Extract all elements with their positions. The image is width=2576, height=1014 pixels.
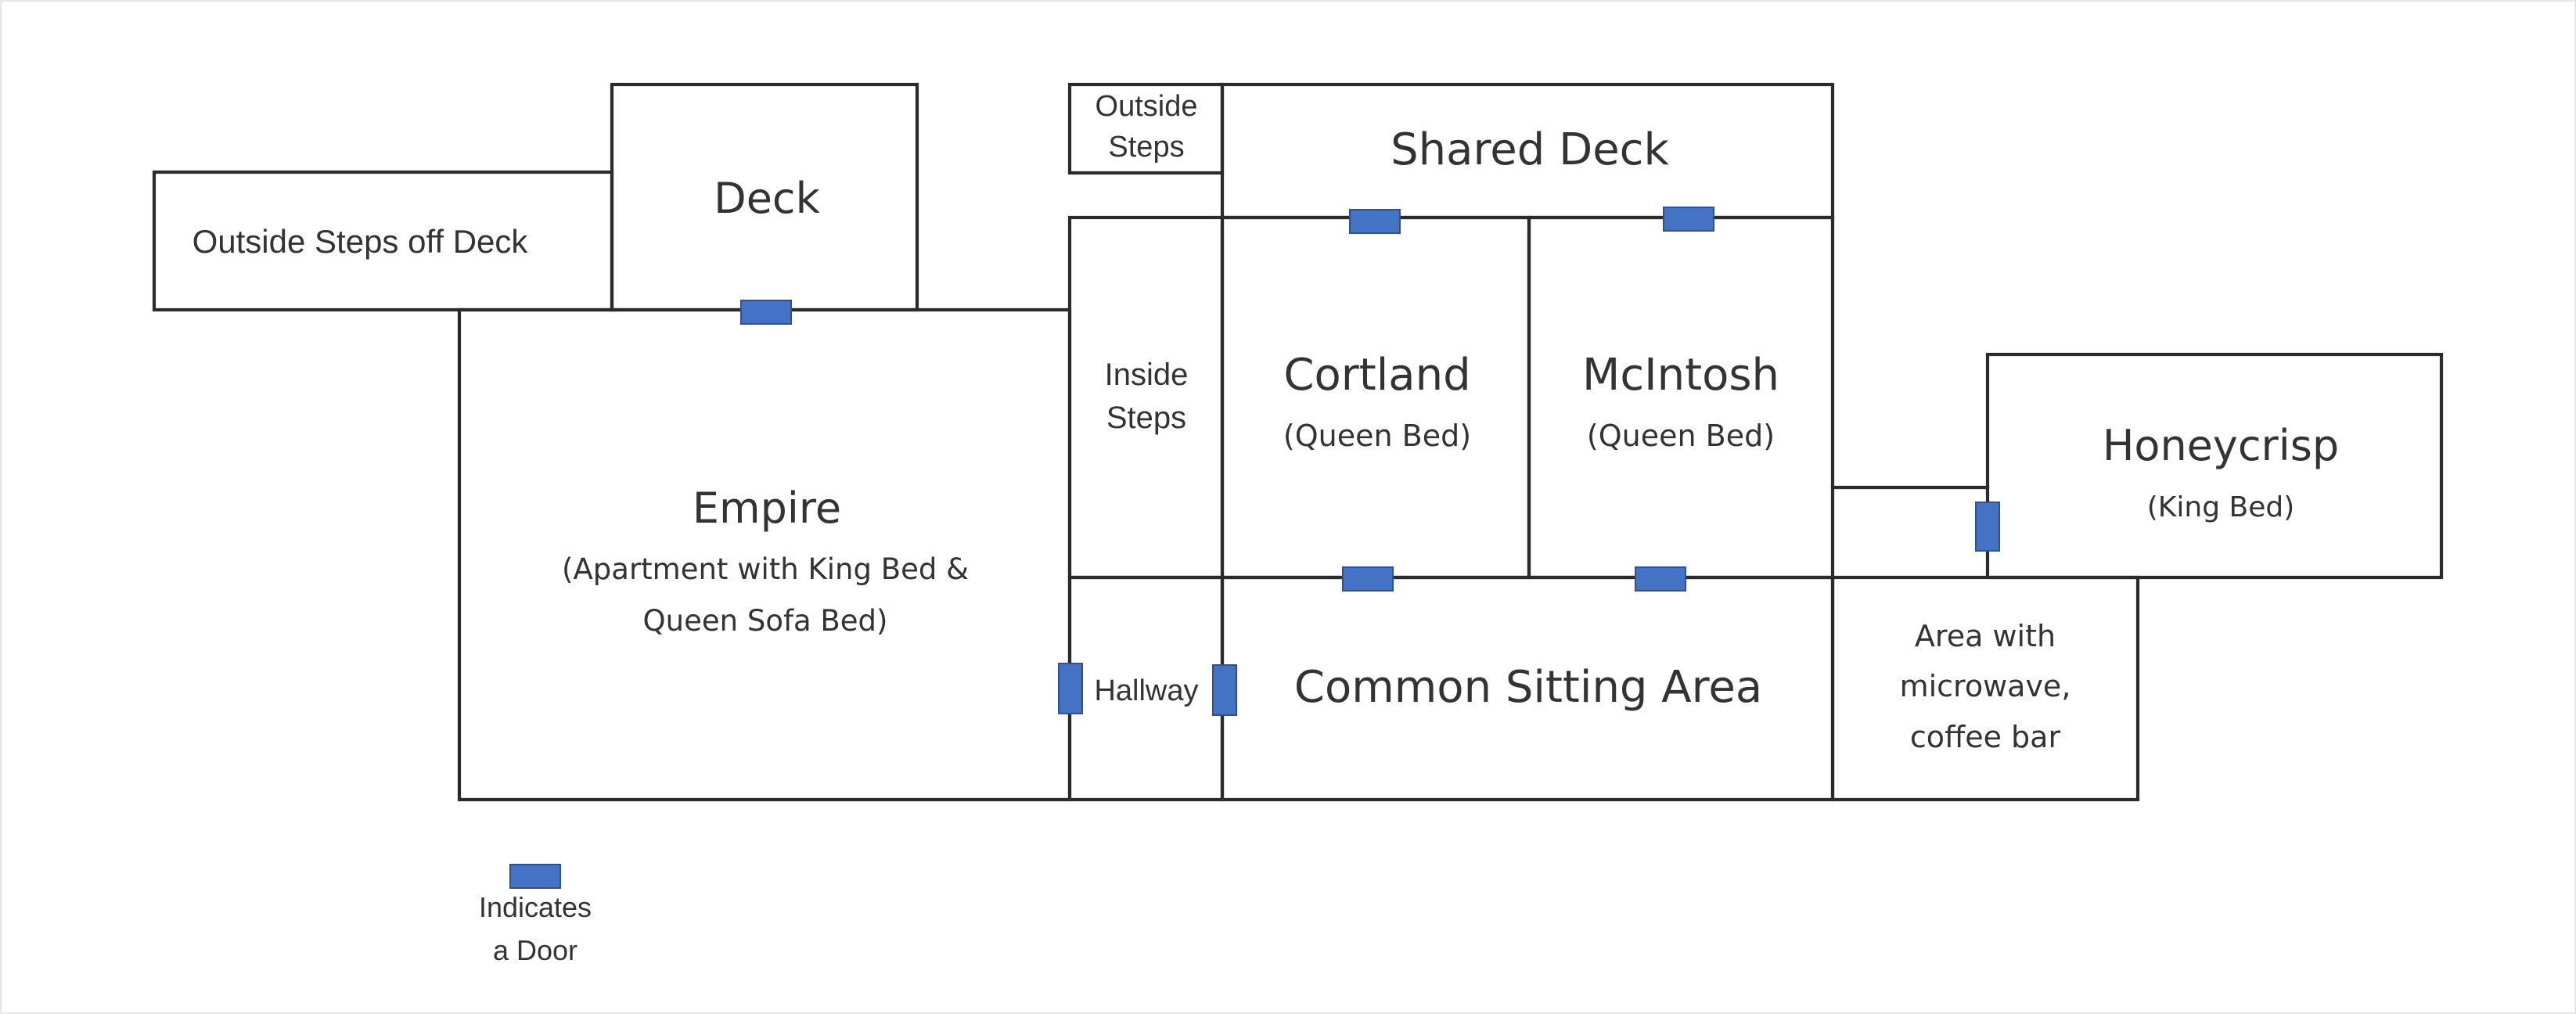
kitchenette-room — [1830, 575, 2140, 802]
door-shared-deck-mcintosh — [1663, 207, 1714, 232]
doors — [509, 207, 2000, 889]
kitchenette-label-1: Area with — [1915, 619, 2056, 653]
honeycrisp-room — [1985, 352, 2444, 580]
door-mcintosh-common — [1635, 566, 1686, 592]
mcintosh-bed-label: (Queen Bed) — [1587, 419, 1775, 453]
deck-label: Deck — [714, 174, 820, 223]
door-deck-empire — [740, 300, 792, 325]
kitchenette-label-3: coffee bar — [1910, 720, 2061, 754]
inside-steps-room — [1067, 215, 1225, 580]
door-honeycrisp — [1975, 502, 2000, 552]
inside-steps-label-1: Inside — [1105, 358, 1189, 392]
door-hallway-common — [1212, 664, 1237, 716]
mcintosh-label: McIntosh — [1582, 350, 1779, 401]
hallway-label: Hallway — [1094, 674, 1198, 707]
outside-steps-label-2: Steps — [1108, 131, 1184, 164]
door-shared-deck-cortland — [1349, 209, 1401, 234]
labels: Outside Steps off Deck Deck Outside Step… — [192, 90, 2340, 966]
cortland-bed-label: (Queen Bed) — [1283, 419, 1471, 453]
kitchenette-label-2: microwave, — [1900, 669, 2071, 703]
empire-desc-label-2: Queen Sofa Bed) — [643, 604, 888, 638]
door-cortland-common — [1342, 566, 1394, 592]
outside-steps-off-deck-label: Outside Steps off Deck — [192, 223, 529, 260]
honeycrisp-label: Honeycrisp — [2103, 421, 2339, 470]
cortland-label: Cortland — [1283, 350, 1470, 401]
honeycrisp-bed-label: (King Bed) — [2147, 491, 2295, 523]
shared-deck-label: Shared Deck — [1391, 124, 1669, 175]
common-sitting-area-label: Common Sitting Area — [1294, 662, 1762, 713]
door-empire-hallway — [1058, 663, 1083, 714]
legend-door-icon — [509, 864, 561, 889]
empire-label: Empire — [693, 484, 841, 533]
legend-label-2: a Door — [493, 934, 577, 966]
outside-steps-label-1: Outside — [1096, 90, 1198, 123]
legend-label-1: Indicates — [479, 891, 592, 923]
inside-steps-label-2: Steps — [1106, 401, 1186, 435]
empire-desc-label-1: (Apartment with King Bed & — [562, 552, 969, 586]
